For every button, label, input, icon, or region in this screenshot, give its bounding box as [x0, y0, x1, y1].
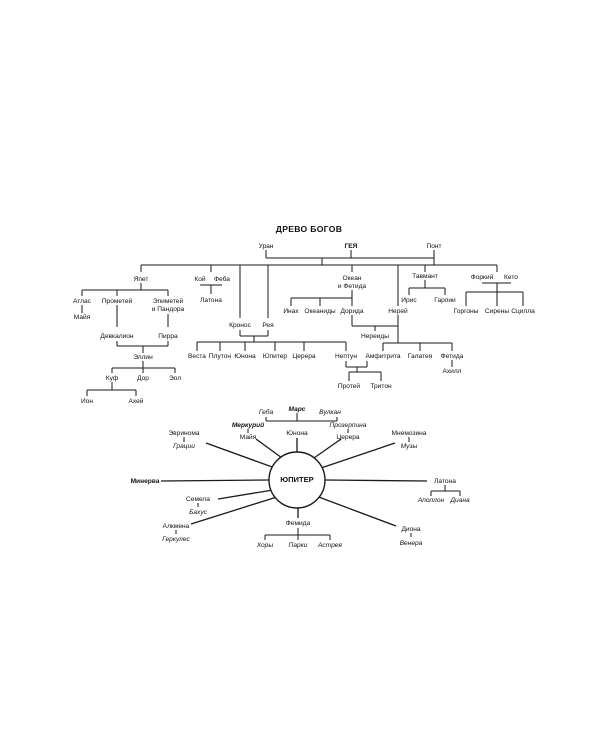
node-keto: Кето: [504, 274, 518, 281]
node-inakh: Инах: [283, 308, 299, 315]
node-astreya: Астрея: [317, 542, 342, 549]
node-venera: Венера: [400, 540, 423, 547]
node-khory: Хоры: [256, 542, 274, 549]
node-nereidy: Нереиды: [361, 333, 389, 340]
node-ion: Ион: [81, 398, 93, 405]
node-minerva: Минерва: [131, 478, 160, 485]
node-dorida: Дорида: [340, 308, 363, 315]
node-feba: Феба: [214, 275, 230, 283]
node-triton: Тритон: [370, 383, 392, 390]
node-apollon: Аполлон: [417, 497, 445, 504]
node-ellin: Эллин: [133, 354, 153, 361]
node-eol: Эол: [169, 375, 181, 382]
node-kronos: Кронос: [229, 322, 251, 329]
node-tavmant: Тавмант: [412, 273, 438, 280]
node-prometey: Прометей: [102, 297, 133, 305]
node-jupiter-mayya: Майя: [240, 433, 257, 441]
node-vulkan: Вулкан: [319, 409, 341, 416]
node-gerkules: Геркулес: [162, 536, 190, 543]
node-diana: Диана: [449, 497, 470, 504]
node-yapet: Япет: [134, 276, 149, 283]
jupiter-center-circle: [268, 451, 326, 509]
node-yupiter: Юпитер: [263, 353, 288, 360]
node-atlas: Атлас: [73, 298, 92, 305]
node-evrinoma: Эвринома: [168, 430, 199, 437]
node-pirra: Пирра: [158, 333, 178, 340]
node-koy: Кой: [194, 275, 206, 283]
node-femida: Фемида: [286, 520, 311, 527]
jupiter-connectors: [160, 413, 461, 540]
node-gratsii: Грации: [173, 443, 195, 450]
node-merkuriy: Меркурий: [232, 421, 264, 429]
node-amfitrita: Амфитрита: [365, 353, 400, 360]
node-tserera: Церера: [292, 353, 316, 360]
node-neptun: Нептун: [335, 353, 357, 360]
node-geya: ГЕЯ: [345, 243, 358, 250]
node-deykalion: Девкалион: [100, 333, 134, 340]
node-forkiy: Форкий: [471, 273, 494, 281]
tree-labels: ДРЕВО БОГОВ Уран ГЕЯ Понт Япет Кой Феба …: [73, 224, 535, 405]
node-protey: Протей: [338, 382, 361, 390]
node-pont: Понт: [426, 243, 441, 250]
node-pluton: Плутон: [209, 353, 231, 360]
node-uran: Уран: [259, 243, 274, 250]
node-parki: Парки: [289, 542, 308, 549]
node-jupiter-center: ЮПИТЕР: [280, 475, 314, 484]
node-sireny: Сирены: [485, 308, 509, 315]
node-galateya: Галатея: [408, 353, 433, 360]
node-epimetey-pandora: и Пандора: [152, 306, 185, 313]
node-latona: Латона: [200, 297, 222, 304]
node-bakhus: Бахус: [189, 509, 208, 516]
node-vesta: Веста: [188, 353, 206, 360]
node-nerey: Нерей: [388, 307, 408, 315]
node-muzy: Музы: [401, 443, 418, 450]
node-jupiter-latona: Латона: [434, 478, 456, 485]
node-akhey: Ахей: [129, 397, 144, 405]
node-jupiter-yunona: Юнона: [286, 430, 308, 437]
node-dor: Дор: [137, 375, 149, 382]
node-mnemozina: Мнемозина: [392, 430, 427, 437]
node-okeanidy: Океаниды: [304, 308, 336, 315]
node-mayya: Майя: [74, 313, 91, 321]
diagram-title: ДРЕВО БОГОВ: [276, 224, 342, 234]
node-fetida: Фетида: [441, 353, 464, 360]
node-okean: Океан: [342, 275, 361, 282]
node-okean-fetida: и Фетида: [338, 283, 367, 290]
node-diona: Диона: [401, 526, 420, 533]
node-prozerpina: Прозерпина: [330, 422, 367, 429]
node-garpii: Гарпии: [434, 297, 456, 304]
node-kuf: Куф: [106, 375, 119, 382]
node-yunona: Юнона: [234, 353, 256, 360]
node-jupiter-tserera: Церера: [336, 434, 360, 441]
node-semela: Семела: [186, 496, 210, 503]
node-mars: Марс: [289, 406, 306, 413]
jupiter-labels: ЮПИТЕР Геба Марс Вулкан Юнона Меркурий М…: [131, 406, 470, 549]
node-reya: Рея: [262, 322, 274, 329]
node-akhill: Ахилл: [442, 368, 461, 375]
node-iris: Ирис: [401, 297, 417, 304]
tree-connectors: [81, 250, 524, 396]
node-geba: Геба: [259, 408, 274, 416]
node-stsilla: Сцилла: [511, 308, 535, 315]
node-gorgony: Горгоны: [454, 308, 479, 315]
node-epimetey: Эпиметей: [153, 297, 184, 305]
node-alkmena: Алкмена: [163, 523, 190, 530]
